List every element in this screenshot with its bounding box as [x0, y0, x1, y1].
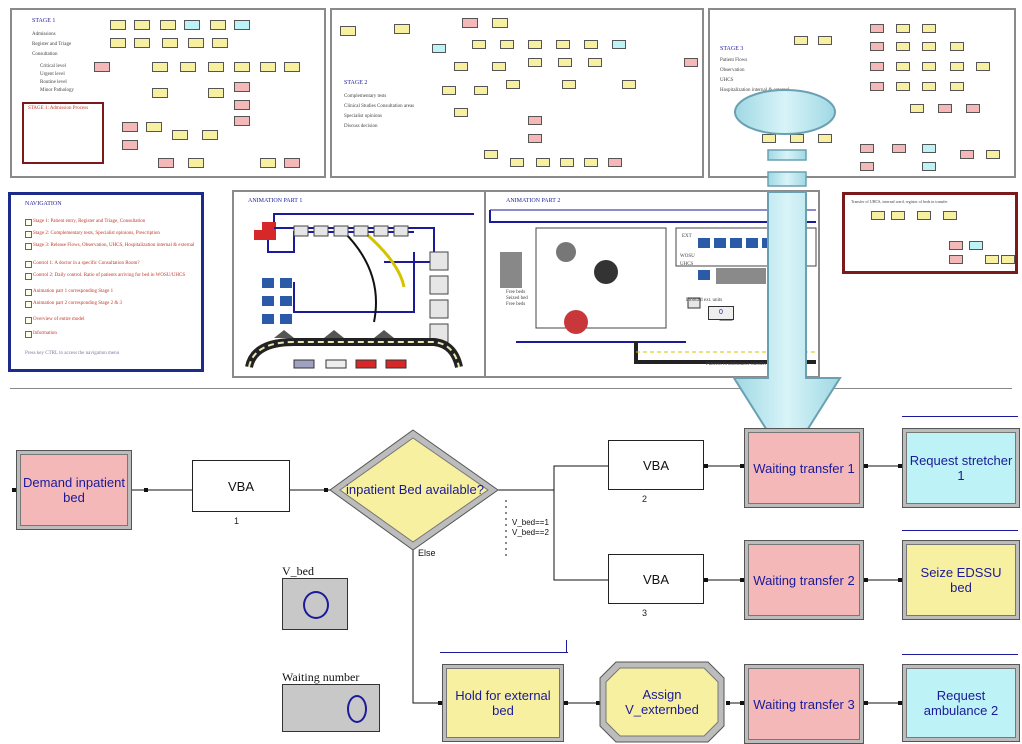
nav-item-2[interactable]: Stage 2: Complementary tests, Specialist… — [33, 231, 160, 236]
navigation-title: NAVIGATION — [25, 201, 62, 207]
stage3-line-2: Observation — [720, 68, 745, 73]
nav-item-9[interactable]: Information — [33, 331, 57, 336]
vba-block-1[interactable]: VBA — [192, 460, 290, 512]
navigation-footer: Press key CTRL to access the navigation … — [25, 351, 120, 356]
stage1-legend-3: Routine level — [40, 80, 67, 85]
decide-label: inpatient Bed available? — [345, 482, 485, 497]
stage1-heading: STAGE 1 — [32, 18, 56, 24]
stage3-line-3: UHCS — [720, 78, 734, 83]
nav-item-6[interactable]: Animation part 1 corresponding Stage 1 — [33, 289, 114, 294]
animation1-title: ANIMATION PART 1 — [248, 198, 303, 204]
seize-edssu-bed-block[interactable]: Seize EDSSU bed — [902, 540, 1020, 620]
vba-block-3[interactable]: VBA — [608, 554, 704, 604]
nav-item-5[interactable]: Control 2: Daily control. Ratio of patie… — [33, 273, 186, 278]
vba2-number: 2 — [642, 494, 648, 504]
vba2-label: VBA — [642, 457, 669, 473]
request-ambulance-label: Request ambulance 2 — [923, 688, 999, 718]
stage1-subheading: STAGE 1: Admission Process — [28, 106, 89, 111]
nav-item-1[interactable]: Stage 1: Patient entry, Register and Tri… — [33, 219, 146, 224]
vba3-number: 3 — [642, 608, 648, 618]
stage1-legend-4: Minor Pathology — [40, 88, 75, 93]
branch-label-1: V_bed==1 — [512, 518, 549, 527]
vba1-number: 1 — [234, 516, 240, 526]
nav-item-3[interactable]: Stage 3: Release Flows, Observation, UHC… — [33, 243, 195, 248]
request-stretcher-label: Request stretcher 1 — [909, 453, 1013, 483]
animation2-legend-1: Free beds — [506, 290, 526, 295]
nav-item-8[interactable]: Overview of entire model — [33, 317, 85, 322]
var-bed-label: V_bed — [282, 564, 314, 578]
stage1-line-2: Register and Triage — [32, 42, 72, 47]
stage1-legend-2: Urgent level — [40, 72, 65, 77]
animation2-legend-2: Seized bed — [506, 296, 528, 301]
overview-panel-transfer[interactable]: Transfer of UHCS, internal ward, registe… — [842, 192, 1018, 274]
assign-label: Assign V_externbed — [625, 687, 699, 717]
stage2-line-2: Clinical Studies Consultation areas — [344, 104, 415, 109]
stage2-line-1: Complementary tests — [344, 94, 387, 99]
stage1-highlight-box: STAGE 1: Admission Process — [22, 102, 104, 164]
vba3-label: VBA — [642, 571, 669, 587]
seize-bed-label: Seize EDSSU bed — [920, 565, 1002, 595]
section-divider — [10, 388, 1012, 389]
demand-inpatient-bed-block[interactable]: Demand inpatient bed — [16, 450, 132, 530]
assign-v-externbed-block[interactable]: Assign V_externbed — [600, 664, 724, 740]
animation1-layout — [245, 213, 474, 369]
wait3-label: Waiting transfer 3 — [753, 696, 855, 712]
wait1-label: Waiting transfer 1 — [753, 460, 855, 476]
transfer-panel-title: Transfer of UHCS, internal ward, registe… — [851, 199, 948, 204]
request-stretcher-block[interactable]: Request stretcher 1 — [902, 428, 1020, 508]
nav-item-7[interactable]: Animation part 2 corresponding Stage 2 &… — [33, 301, 123, 306]
demand-label: Demand inpatient bed — [23, 475, 125, 505]
animation2-legend-3: Free beds — [506, 302, 526, 307]
animation2-room-wosu: WOSU — [680, 254, 695, 259]
stage3-line-1: Patient Flows — [720, 58, 748, 63]
stage3-heading: STAGE 3 — [720, 46, 744, 52]
stage1-legend-1: Critical level — [40, 64, 66, 69]
stage2-line-4: Discuss decision — [344, 124, 378, 129]
decide-diamond[interactable] — [328, 428, 508, 552]
stage2-line-3: Specialist opinions — [344, 114, 382, 119]
overview-panel-stage2[interactable]: STAGE 2 Complementary tests Clinical Stu… — [330, 8, 704, 178]
stage2-heading: STAGE 2 — [344, 80, 368, 86]
overview-panel-stage1[interactable]: STAGE 1 Admissions Register and Triage C… — [10, 8, 326, 178]
decide-else-label: Else — [418, 548, 436, 558]
vba-block-2[interactable]: VBA — [608, 440, 704, 490]
waiting-transfer-3-block[interactable]: Waiting transfer 3 — [744, 664, 864, 744]
animation2-room-uhcs: UHCS — [680, 262, 694, 267]
nav-item-4[interactable]: Control 1: A doctor in a specific Consul… — [33, 261, 140, 266]
animation-part1-panel[interactable]: ANIMATION PART 1 — [232, 190, 486, 378]
animation2-title: ANIMATION PART 2 — [506, 198, 561, 204]
waiting-transfer-1-block[interactable]: Waiting transfer 1 — [744, 428, 864, 508]
branch-label-2: V_bed==2 — [512, 528, 549, 537]
var-waiting-label: Waiting number — [282, 670, 360, 684]
var-bed-display — [282, 578, 348, 630]
var-waiting-display — [282, 684, 380, 732]
stage1-line-1: Admissions — [32, 32, 56, 37]
animation2-room-ext: EXT — [682, 234, 692, 239]
animation2-external-label: Inbound ext. units — [686, 298, 723, 303]
waiting-transfer-2-block[interactable]: Waiting transfer 2 — [744, 540, 864, 620]
vba1-label: VBA — [227, 478, 254, 494]
hold-label: Hold for external bed — [455, 688, 551, 718]
request-ambulance-block[interactable]: Request ambulance 2 — [902, 664, 1020, 742]
stage1-line-3: Consultation — [32, 52, 58, 57]
wait2-label: Waiting transfer 2 — [753, 572, 855, 588]
navigation-panel[interactable]: NAVIGATION Stage 1: Patient entry, Regis… — [8, 192, 204, 372]
hold-for-external-bed-block[interactable]: Hold for external bed — [442, 664, 564, 742]
